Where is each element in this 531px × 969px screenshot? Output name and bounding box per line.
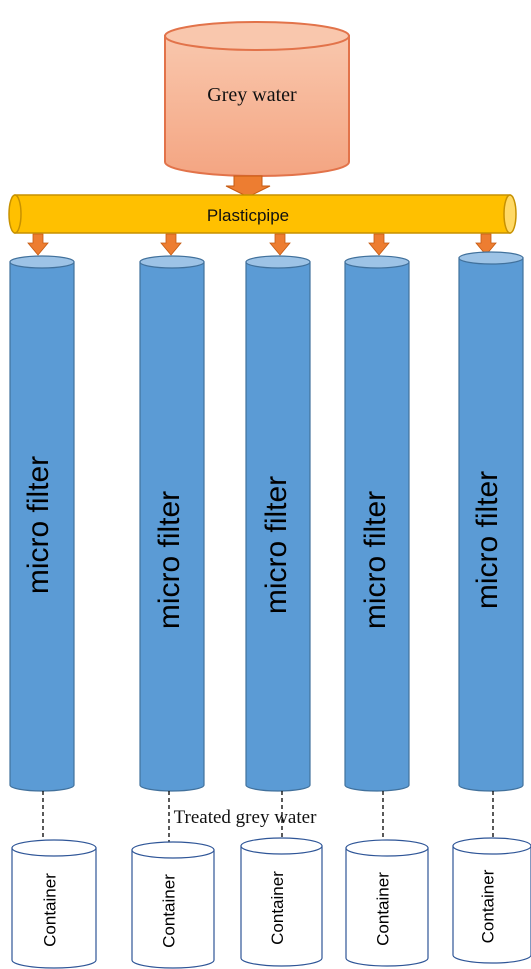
container-label: Container <box>373 872 392 946</box>
micro-filter-label: micro filter <box>153 491 186 629</box>
container <box>452 845 531 964</box>
container-top <box>345 839 429 857</box>
pipe-to-filter-arrow-icon <box>160 233 182 256</box>
micro-filter-top <box>458 251 524 265</box>
micro-filter-label: micro filter <box>22 456 55 594</box>
container-label: Container <box>478 869 497 943</box>
container <box>131 849 215 969</box>
plastic-pipe: Plasticpipe <box>8 194 517 234</box>
plastic-pipe-label: Plasticpipe <box>207 206 289 225</box>
micro-filter <box>344 261 410 792</box>
container <box>240 845 323 967</box>
grey-water-label: Grey water <box>207 84 297 106</box>
container-label: Container <box>268 871 287 945</box>
micro-filter-label: micro filter <box>359 491 392 629</box>
micro-filter-top <box>245 255 311 269</box>
container-top <box>11 839 97 857</box>
treated-grey-water-label: Treated grey water <box>174 807 317 828</box>
micro-filter <box>139 261 205 792</box>
pipe-to-filter-arrow-icon <box>368 233 390 256</box>
micro-filter-label: micro filter <box>471 471 504 609</box>
container-top <box>240 837 323 855</box>
container-top <box>131 841 215 859</box>
micro-filter-label: micro filter <box>260 476 293 614</box>
grey-water-tank: Grey water <box>164 21 350 177</box>
pipe-to-filter-arrow-icon <box>475 233 497 256</box>
pipe-to-filter-arrow-icon <box>269 233 291 256</box>
container-top <box>452 837 531 855</box>
container <box>11 847 97 969</box>
container <box>345 847 429 967</box>
pipe-to-filter-arrow-icon <box>27 233 49 256</box>
micro-filter-top <box>139 255 205 269</box>
micro-filter-top <box>344 255 410 269</box>
micro-filter <box>9 261 75 792</box>
micro-filter-top <box>9 255 75 269</box>
micro-filter <box>245 261 311 792</box>
container-label: Container <box>40 873 59 947</box>
container-label: Container <box>159 874 178 948</box>
tank-outflow-arrow-icon <box>225 175 271 198</box>
micro-filter <box>458 257 524 792</box>
